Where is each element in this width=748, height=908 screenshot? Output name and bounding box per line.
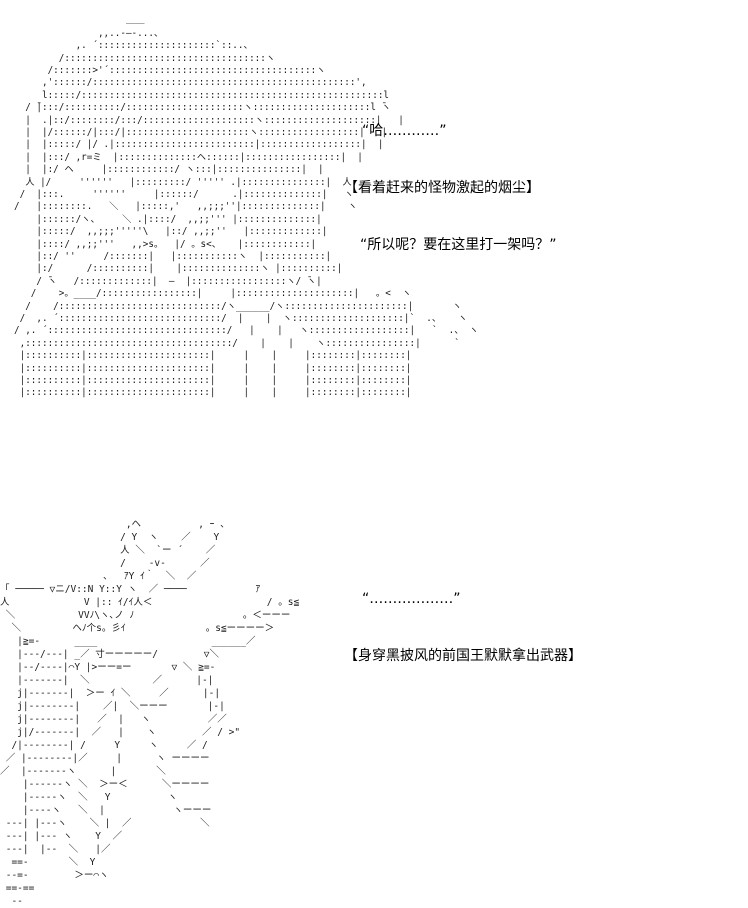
dialogue-line-narration-2: 【身穿黑披风的前国王默默拿出武器】 [344,648,582,664]
ascii-art-girl-figure: ＿＿ ,,..-―-...、 ,. ´:::::::::::::::::::::… [14,15,479,399]
dialogue-block-top: “哈…………” 【看着赶来的怪物激起的烟尘】 “所以呢？要在这里打一架吗？” [336,84,557,293]
ascii-art-king-figure: ,ヘ , ｰ 、 / Y ヽ ／ Y 人 ＼ `ー ´ ／ / -v- ／ 、 … [0,518,300,907]
dialogue-line-speech-2: “所以呢？要在这里打一架吗？” [360,237,557,253]
dialogue-line-speech-1: “哈…………” [362,123,447,139]
dialogue-line-narration-1: 【看着赶来的怪物激起的烟尘】 [344,180,540,196]
dialogue-line-silence: “………………” [362,591,461,607]
dialogue-block-bottom: “………………” 【身穿黑披风的前国王默默拿出武器】 [336,552,582,704]
